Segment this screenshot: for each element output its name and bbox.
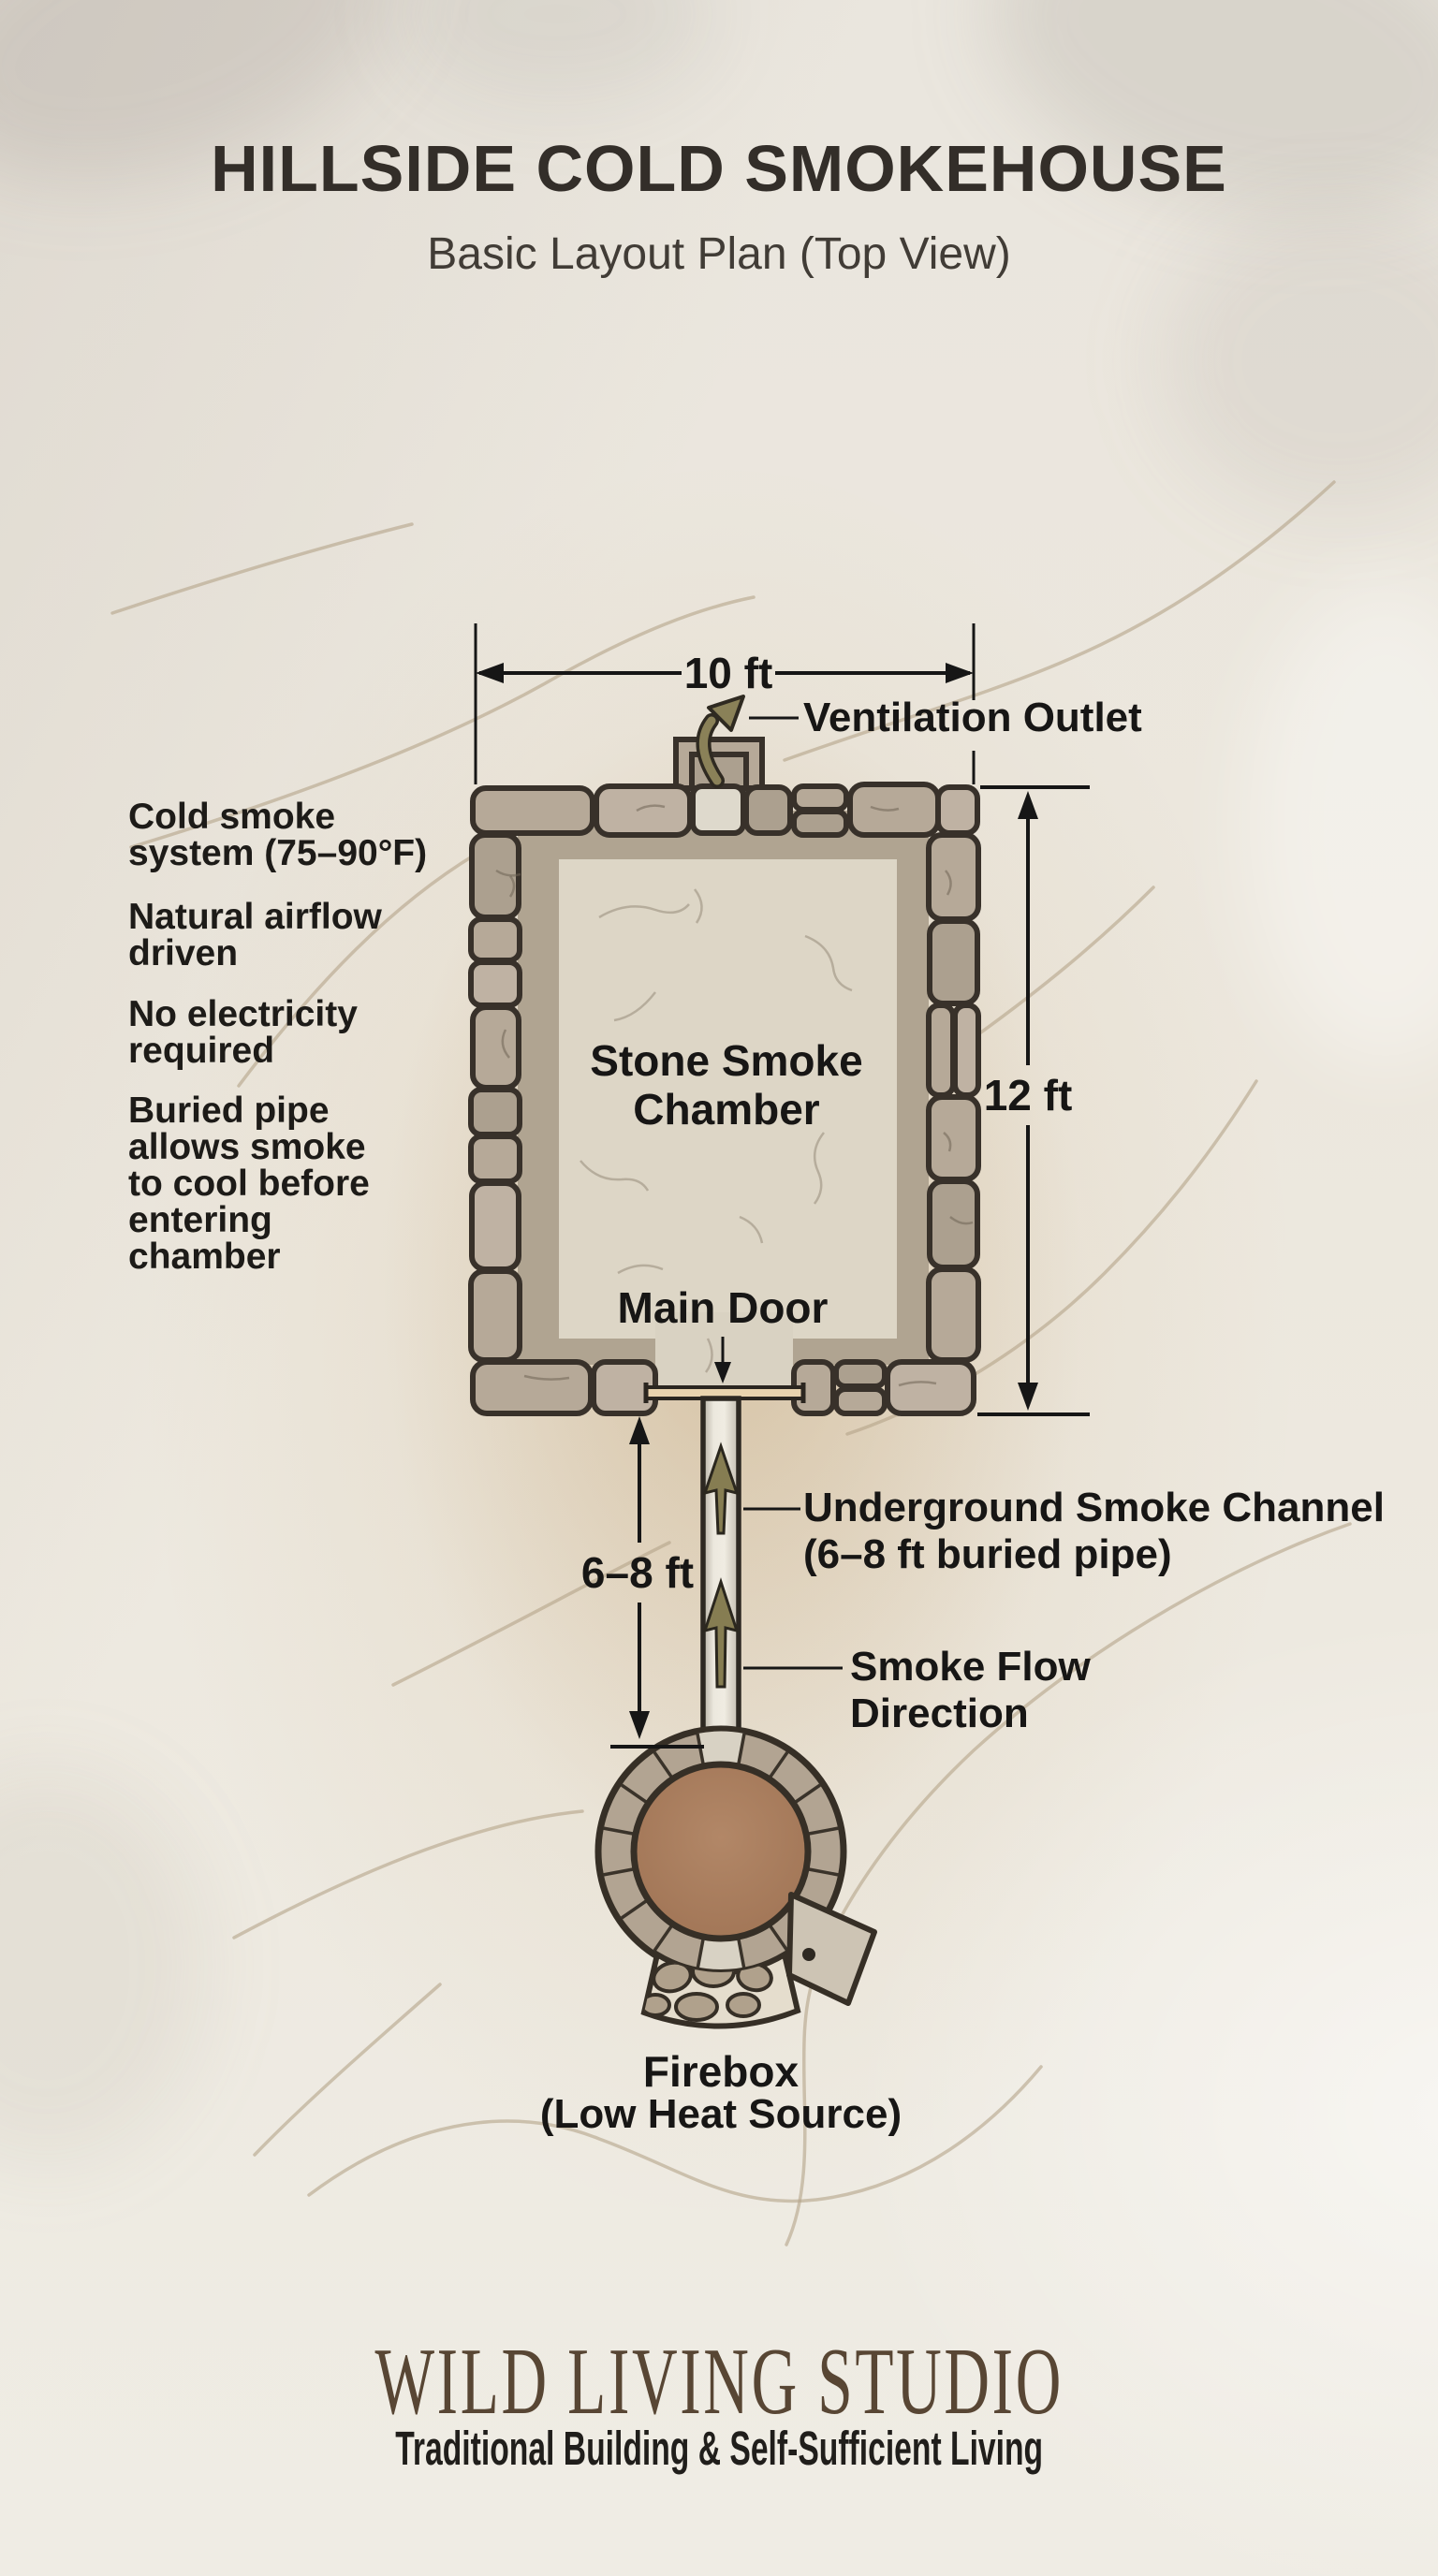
label-ventilation-outlet: Ventilation Outlet [803, 695, 1142, 740]
label-stone-smoke-chamber: Stone Smoke Chamber [590, 1036, 863, 1134]
stone-smoke-chamber [468, 782, 981, 1416]
label-firebox-sub: (Low Heat Source) [539, 2091, 902, 2137]
brand-tagline: Traditional Building & Self-Sufficient L… [0, 2421, 1438, 2476]
stone-wall [468, 782, 981, 1416]
page-subtitle: Basic Layout Plan (Top View) [427, 229, 1011, 279]
firebox [594, 1725, 877, 2029]
firebox-apron [640, 1950, 801, 2029]
main-door-pointer [714, 1337, 731, 1383]
firebox-door-handle [802, 1948, 815, 1961]
dimension-label-width: 10 ft [683, 649, 773, 697]
dimension-label-pipe-depth: 6–8 ft [580, 1548, 695, 1597]
dimension-width-10ft [474, 623, 976, 784]
brand-tagline-text: Traditional Building & Self-Sufficient L… [395, 2422, 1043, 2475]
label-main-door: Main Door [617, 1283, 829, 1332]
label-leader-lines [743, 716, 843, 1670]
note-cold-smoke: Cold smoke system (75–90°F) [128, 797, 428, 873]
chamber-floor [559, 859, 897, 1339]
note-natural-airflow: Natural airflow driven [128, 897, 382, 973]
firebox-chamber [630, 1761, 812, 1942]
leaf-shadow [1161, 206, 1438, 515]
note-no-electricity: No electricity required [128, 994, 358, 1071]
smoke-flow-arrows [702, 1442, 740, 1689]
firebox-door [786, 1892, 877, 2006]
label-smoke-flow-direction: Smoke Flow Direction [850, 1644, 1091, 1737]
vent-smoke-arrow [696, 695, 745, 788]
brand-name-text: WILD LIVING STUDIO [374, 2329, 1064, 2435]
page-title: HILLSIDE COLD SMOKEHOUSE [211, 132, 1227, 205]
label-underground-smoke-channel: Underground Smoke Channel (6–8 ft buried… [803, 1485, 1385, 1578]
label-firebox: Firebox [642, 2047, 800, 2096]
brand-name: WILD LIVING STUDIO [0, 2327, 1438, 2437]
dimension-height-12ft [977, 785, 1090, 1416]
floor-cracks [580, 888, 853, 1373]
dimension-label-height: 12 ft [983, 1071, 1073, 1120]
stone-cracks [495, 804, 974, 1387]
dimension-pipe-6-8ft [610, 1416, 704, 1749]
note-buried-pipe: Buried pipe allows smoke to cool before … [128, 1090, 370, 1277]
